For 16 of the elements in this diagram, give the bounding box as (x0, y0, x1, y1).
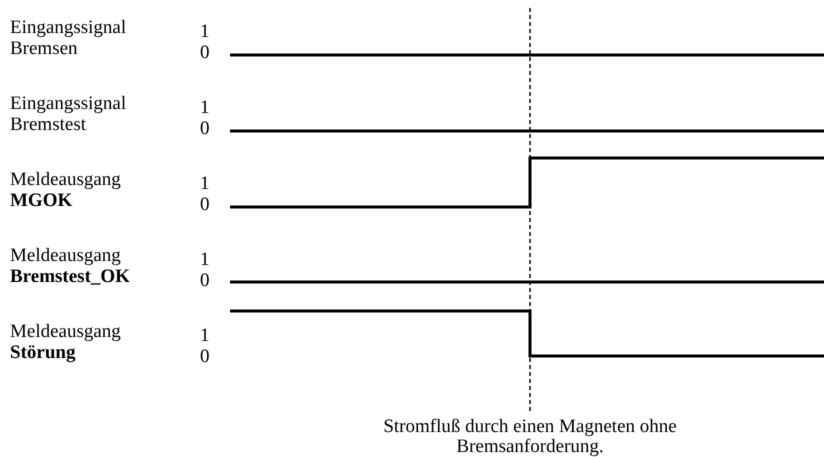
level-label: 0 (200, 118, 210, 139)
level-label: 1 (200, 249, 210, 270)
level-label: 1 (200, 173, 210, 194)
signal-name: Meldeausgang Störung (10, 321, 122, 363)
level-label: 0 (200, 346, 210, 367)
signal-name: Eingangssignal Bremsen (10, 17, 128, 59)
signal-name: Meldeausgang Bremstest_OK (10, 245, 131, 287)
signal-name: Meldeausgang MGOK (10, 169, 122, 211)
level-label: 0 (200, 194, 210, 215)
level-label: 0 (200, 270, 210, 291)
level-label: 0 (200, 42, 210, 63)
level-label: 1 (200, 97, 210, 118)
caption: Stromfluß durch einen Magneten ohne Bremsanforderung. (382, 417, 678, 457)
level-label: 1 (200, 21, 210, 42)
signal-name: Eingangssignal Bremstest (10, 93, 128, 135)
level-label: 1 (200, 325, 210, 346)
